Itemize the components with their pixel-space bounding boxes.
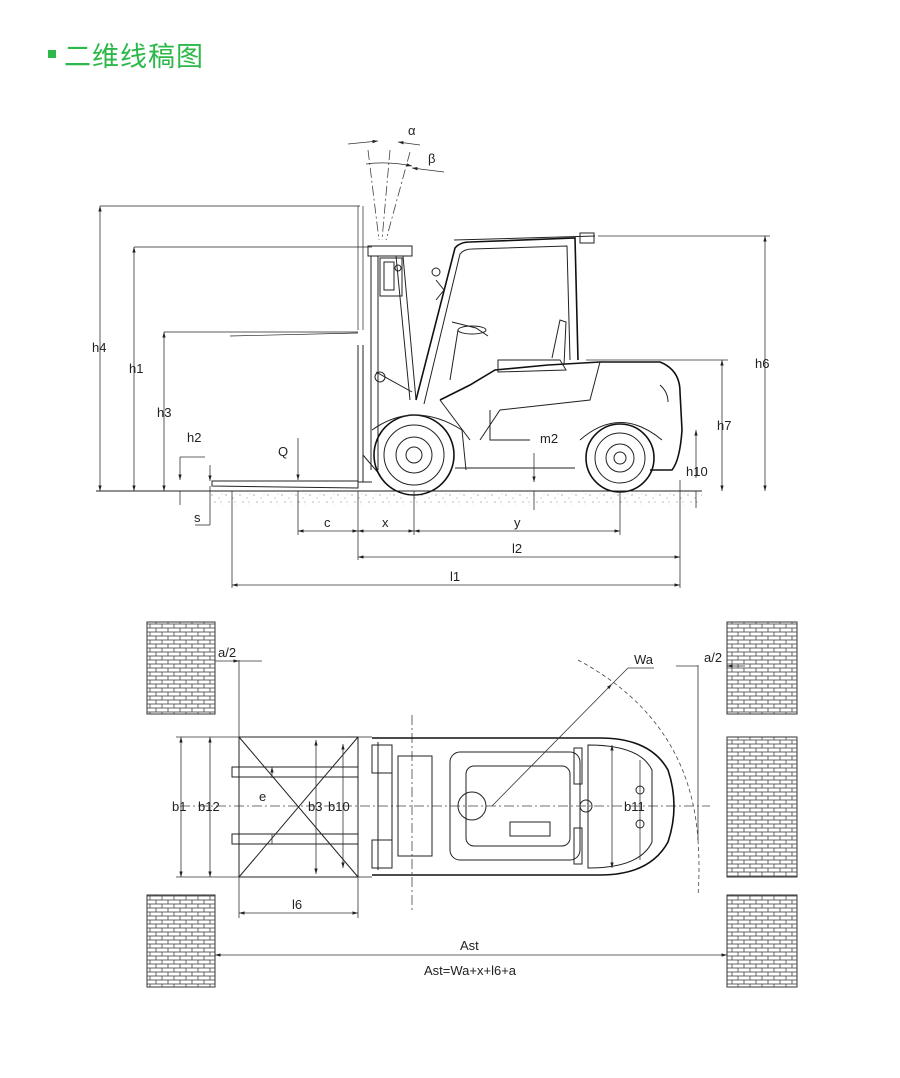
length-dims: l6 Ast Ast=Wa+x+l6+a (215, 877, 727, 978)
l1-label: l1 (450, 569, 460, 584)
truck-top-outline (371, 737, 675, 876)
mast (211, 245, 417, 489)
a2-left-label: a/2 (218, 645, 236, 660)
brick-wall-top-right (726, 621, 798, 715)
bullet-square-icon (48, 50, 56, 58)
h3-label: h3 (157, 405, 171, 420)
brick-wall-bottom-left (146, 894, 216, 988)
section-title: 二维线稿图 (64, 41, 204, 72)
width-dims: b1 b12 e b3 b10 b11 (172, 736, 645, 878)
beta-label: β (428, 151, 435, 166)
s-label: s (194, 510, 201, 525)
side-right-dims: h6 h7 h10 (586, 235, 770, 508)
Ast-label: Ast (460, 938, 479, 953)
Q-label: Q (278, 444, 288, 459)
b11-label: b11 (624, 799, 645, 814)
c-label: c (324, 515, 331, 530)
brick-wall-top-left (146, 621, 216, 715)
h2-label: h2 (187, 430, 201, 445)
y-label: y (514, 515, 521, 530)
x-label: x (382, 515, 389, 530)
b3-label: b3 (308, 799, 322, 814)
e-label: e (259, 789, 266, 804)
h1-label: h1 (129, 361, 143, 376)
l2-label: l2 (512, 541, 522, 556)
overhead-guard (415, 232, 596, 405)
h4-label: h4 (92, 340, 106, 355)
truck-body (439, 319, 683, 471)
h6-label: h6 (755, 356, 769, 371)
ground-hatch (210, 491, 702, 506)
b10-label: b10 (328, 799, 350, 814)
m2-label: m2 (540, 431, 558, 446)
pallet (231, 736, 372, 878)
alpha-label: α (408, 123, 416, 138)
h10-label: h10 (686, 464, 708, 479)
Ast-formula: Ast=Wa+x+l6+a (424, 963, 517, 978)
tilt-angle-marks: α β (347, 123, 445, 241)
b12-label: b12 (198, 799, 220, 814)
front-wheel (371, 414, 467, 496)
a-half-dims: a/2 a/2 (215, 645, 745, 840)
turning-radius: Wa (491, 652, 700, 896)
top-view: Wa a/2 a/2 b1 b12 e b3 (146, 621, 798, 988)
h7-label: h7 (717, 418, 731, 433)
b1-label: b1 (172, 799, 186, 814)
raised-mast-outline (100, 205, 372, 337)
section-header: 二维线稿图 (48, 34, 204, 74)
Wa-label: Wa (634, 652, 654, 667)
brick-wall-bottom-right (726, 894, 798, 988)
side-view: α β (92, 123, 770, 588)
l6-label: l6 (292, 897, 302, 912)
side-left-dims: h4 h1 h3 h2 s (92, 206, 212, 526)
a2-right-label: a/2 (704, 650, 722, 665)
side-bottom-dims: Q c x y l2 l1 m2 (231, 431, 681, 588)
rear-wheel (579, 422, 663, 493)
brick-wall-middle-right (726, 736, 798, 878)
